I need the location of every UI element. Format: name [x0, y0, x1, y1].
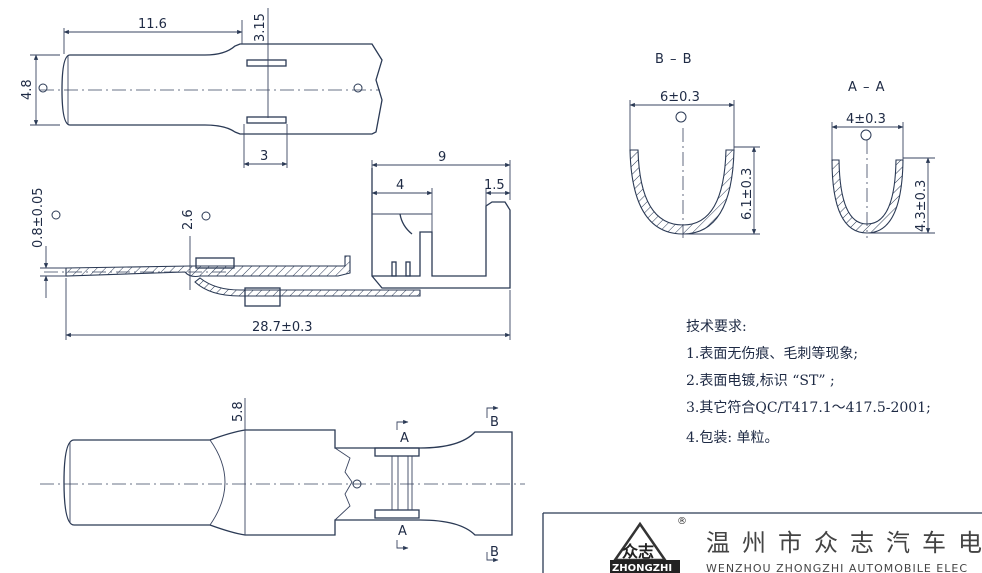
- dim-1-5: 1.5: [484, 178, 505, 193]
- dim-aa-height: 4.3±0.3: [914, 180, 929, 232]
- dim-2-6: 2.6: [181, 209, 196, 230]
- dim-5-8: 5.8: [231, 401, 246, 422]
- dim-3: 3: [260, 149, 268, 164]
- section-aa-label: A – A: [848, 80, 886, 95]
- registered-mark: ®: [677, 516, 687, 527]
- section-b-b: B – B 6±0.3 6.1±0.3: [629, 52, 760, 238]
- dim-3-15: 3.15: [253, 13, 268, 42]
- cut-a-top: A: [400, 431, 409, 446]
- top-view-window-lower: [246, 116, 287, 124]
- note-item: 3.其它符合QC/T417.1～417.5-2001;: [686, 399, 931, 416]
- side-view-lance: [244, 287, 281, 307]
- bottom-view: 5.8 A A B B: [40, 398, 525, 563]
- title-block: 众志 ZHONGZHI ® 温州市众志汽车电器 WENZHOU ZHONGZHI…: [542, 512, 982, 573]
- section-bb-label: B – B: [655, 52, 693, 67]
- top-view-hole: [353, 83, 363, 93]
- dim-bb-width: 6±0.3: [660, 90, 700, 105]
- logo-mark: 众志: [622, 542, 654, 561]
- company-logo: 众志 ZHONGZHI ®: [610, 516, 687, 573]
- dim-11-6: 11.6: [138, 17, 167, 32]
- company-name-cn: 温州市众志汽车电器: [706, 529, 982, 557]
- top-view: 11.6 3.15 4.8 3: [20, 8, 383, 168]
- dim-4-8: 4.8: [20, 79, 35, 100]
- dim-4: 4: [396, 178, 404, 193]
- section-aa-profile: [831, 159, 904, 234]
- bottom-view-outline: [63, 429, 513, 536]
- cut-b-bottom: B: [490, 545, 499, 560]
- dim-bb-height: 6.1±0.3: [740, 168, 755, 220]
- dim-28-7: 28.7±0.3: [252, 320, 313, 335]
- note-item: 1.表面无伤痕、毛刺等现象;: [686, 345, 858, 362]
- section-a-a: A – A 4±0.3 4.3±0.3: [831, 80, 935, 238]
- side-view-step: [195, 257, 235, 269]
- company-name-en: WENZHOU ZHONGZHI AUTOMOBILE ELEC: [706, 562, 968, 573]
- side-view: 9 4 1.5 0.8±0.05 2.6 28.7±0.3: [31, 150, 511, 340]
- cut-a-bottom: A: [398, 524, 407, 539]
- datum-circle: [38, 83, 48, 93]
- logo-text: ZHONGZHI: [612, 563, 672, 573]
- note-item: 4.包装: 单粒。: [686, 430, 779, 446]
- dim-aa-width: 4±0.3: [846, 112, 886, 127]
- note-item: 2.表面电镀,标识 “ST” ;: [686, 372, 835, 389]
- dim-0-8: 0.8±0.05: [31, 187, 46, 248]
- side-view-section-body: [65, 255, 351, 278]
- side-view-section-bottom: [194, 277, 421, 297]
- cut-b-top: B: [490, 415, 499, 430]
- technical-notes: 技术要求: 1.表面无伤痕、毛刺等现象; 2.表面电镀,标识 “ST” ; 3.…: [686, 319, 931, 446]
- top-view-outline: [61, 43, 383, 135]
- dim-9: 9: [438, 150, 446, 165]
- top-view-window-upper: [246, 59, 287, 67]
- notes-title: 技术要求:: [686, 319, 747, 335]
- section-bb-profile: [629, 149, 735, 235]
